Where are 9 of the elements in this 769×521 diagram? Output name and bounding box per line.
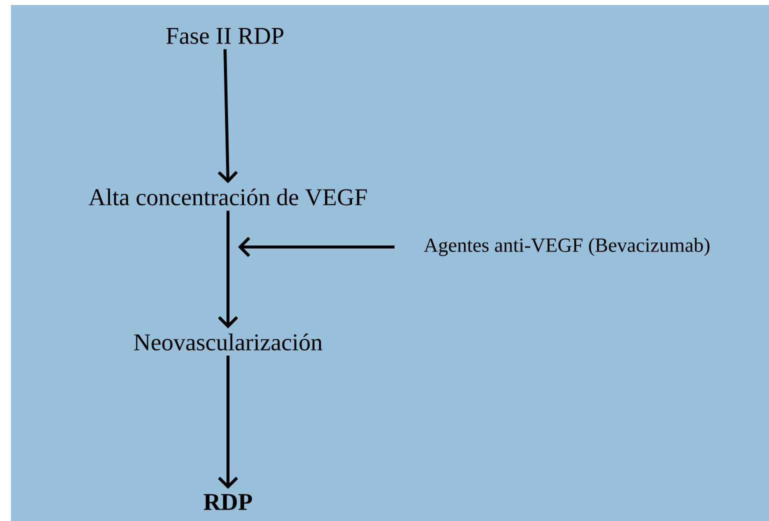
step-text: RDP — [204, 494, 252, 510]
arrow — [218, 49, 238, 184]
step-text: Alta concentración de VEGF — [88, 188, 367, 206]
step-text: Neovascularización — [134, 334, 322, 350]
arrow — [218, 356, 238, 489]
step-text: Fase II RDP — [166, 28, 284, 44]
step-text: Agentes anti-VEGF (Bevacizumab) — [424, 238, 710, 256]
arrow — [218, 210, 238, 328]
arrow — [238, 236, 395, 258]
